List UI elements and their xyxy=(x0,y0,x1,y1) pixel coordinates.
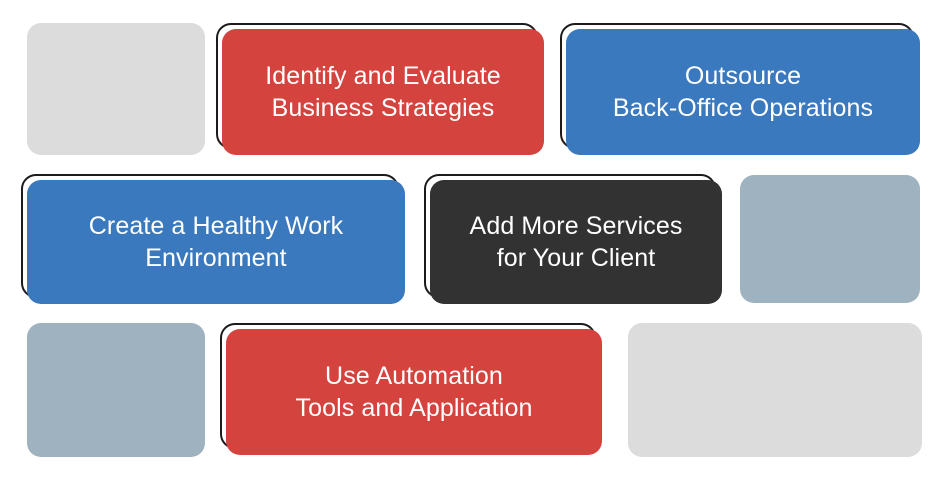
card-label-r1c3: Outsource Back-Office Operations xyxy=(612,62,874,122)
card-r2c2[interactable]: Add More Services for Your Client xyxy=(424,174,722,304)
card-r2c1[interactable]: Create a Healthy Work Environment xyxy=(21,174,405,304)
card-label-r1c2: Identify and Evaluate Business Strategie… xyxy=(265,62,501,122)
card-label-r2c2: Add More Services for Your Client xyxy=(469,212,683,272)
placeholder-card-r1c1[interactable] xyxy=(27,23,205,155)
card-r1c3[interactable]: Outsource Back-Office Operations xyxy=(560,23,920,155)
card-r1c2[interactable]: Identify and Evaluate Business Strategie… xyxy=(216,23,544,155)
card-face-r2c1[interactable]: Create a Healthy Work Environment xyxy=(27,180,405,304)
card-face-r3c2[interactable]: Use Automation Tools and Application xyxy=(226,329,602,455)
card-label-r3c2: Use Automation Tools and Application xyxy=(295,362,533,422)
card-r3c2[interactable]: Use Automation Tools and Application xyxy=(220,323,602,455)
card-face-r1c3[interactable]: Outsource Back-Office Operations xyxy=(566,29,920,155)
card-label-r2c1: Create a Healthy Work Environment xyxy=(88,212,344,272)
placeholder-card-r2c3[interactable] xyxy=(740,175,920,303)
card-face-r1c2[interactable]: Identify and Evaluate Business Strategie… xyxy=(222,29,544,155)
placeholder-card-r3c1[interactable] xyxy=(27,323,205,457)
card-face-r2c2[interactable]: Add More Services for Your Client xyxy=(430,180,722,304)
placeholder-card-r3c3[interactable] xyxy=(628,323,922,457)
